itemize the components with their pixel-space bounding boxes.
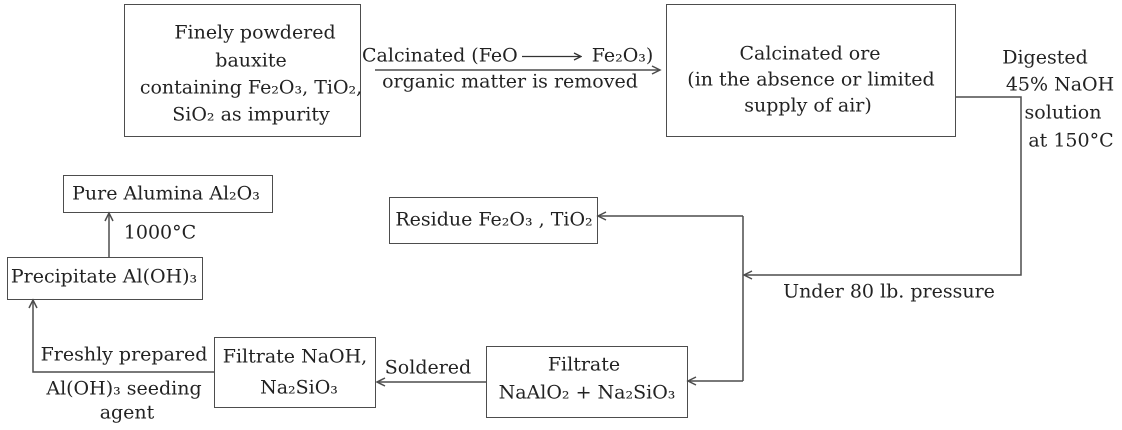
heating-arrowhead-icon xyxy=(104,211,114,222)
soldered-arrowhead-icon xyxy=(375,377,386,387)
calcination-label-above: Calcinated (FeO Fe₂O₃) xyxy=(362,44,654,67)
bauxite-line-2: bauxite xyxy=(215,49,287,72)
digestion-connector-line xyxy=(745,96,1022,276)
calcination-label-after: Fe₂O₃) xyxy=(591,44,654,67)
digestion-line-3: solution xyxy=(1024,101,1102,124)
bauxite-line-4: SiO₂ as impurity xyxy=(172,103,330,126)
pure-alumina-box xyxy=(63,175,273,213)
calcinated-ore-box xyxy=(666,4,956,137)
seeding-connector-line xyxy=(32,301,214,373)
calcinated-ore-line-1: Calcinated ore xyxy=(739,42,881,65)
calcinated-ore-line-2: (in the absence or limited xyxy=(687,68,935,91)
digestion-line-4: at 150°C xyxy=(1028,129,1114,152)
calcinated-ore-line-3: supply of air) xyxy=(744,94,872,117)
residue-label: Residue Fe₂O₃ , TiO₂ xyxy=(395,208,593,231)
filtrate-naoh-line-2: Na₂SiO₃ xyxy=(260,376,338,399)
seeding-line-1: Freshly prepared xyxy=(40,343,208,366)
seeding-line-2: Al(OH)₃ seeding xyxy=(46,377,202,400)
digestion-line-1: Digested xyxy=(1002,46,1088,69)
bauxite-line-3: containing Fe₂O₃, TiO₂, xyxy=(139,76,363,99)
bauxite-line-1: Finely powdered xyxy=(174,21,336,44)
calcination-label-before: Calcinated (FeO xyxy=(362,44,518,67)
residue-box xyxy=(389,197,598,244)
digestion-line-2: 45% NaOH xyxy=(1005,73,1115,96)
seeding-line-3: agent xyxy=(99,401,155,424)
heating-label: 1000°C xyxy=(123,221,197,244)
seeding-arrowhead-icon xyxy=(28,298,38,309)
residue-arrowhead-icon xyxy=(596,211,607,221)
precipitate-label: Precipitate Al(OH)₃ xyxy=(10,265,198,288)
filtrate-box xyxy=(486,346,688,418)
pure-alumina-label: Pure Alumina Al₂O₃ xyxy=(72,182,260,205)
filtrate-naoh-line-1: Filtrate NaOH, xyxy=(222,345,368,368)
filtrate-line-2: NaAlO₂ + Na₂SiO₃ xyxy=(498,381,676,404)
calcination-arrowhead-icon xyxy=(651,65,662,75)
bauxite-box xyxy=(124,4,361,137)
soldered-label: Soldered xyxy=(384,356,472,379)
digestion-arrowhead-icon xyxy=(742,270,753,280)
precipitate-box xyxy=(7,257,203,300)
filtrate-naoh-box xyxy=(214,337,376,408)
filtrate-arrowhead-icon xyxy=(686,376,697,386)
calcination-label-below: organic matter is removed xyxy=(382,70,638,93)
pressure-label: Under 80 lb. pressure xyxy=(783,280,995,303)
filtrate-line-1: Filtrate xyxy=(547,353,621,376)
reaction-arrow-icon xyxy=(521,51,582,61)
